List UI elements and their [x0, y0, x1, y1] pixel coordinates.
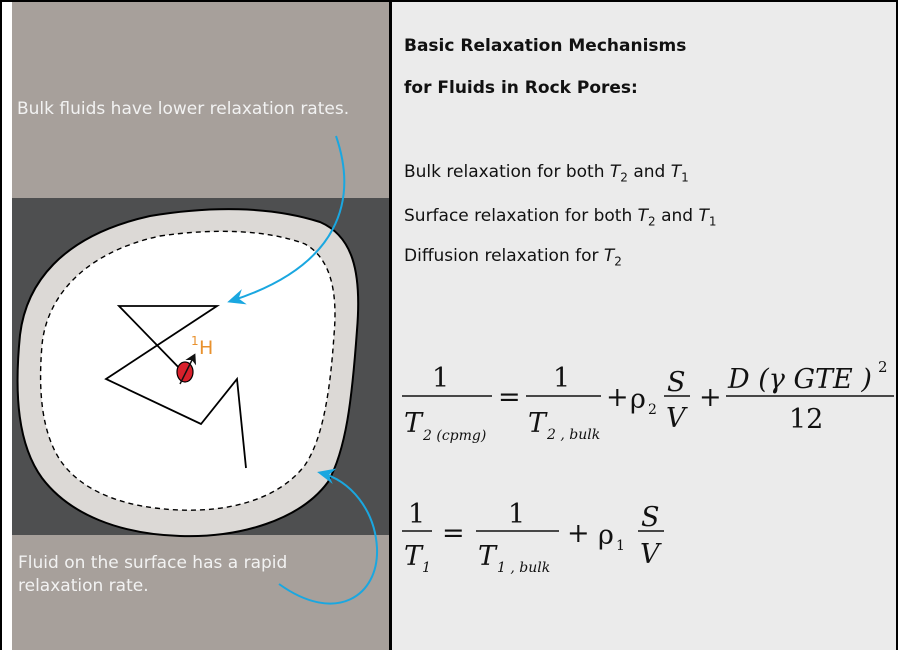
eq1-rho: ρ: [630, 384, 646, 415]
eq1-s: S: [667, 367, 686, 398]
proton-dot: [177, 362, 193, 382]
eq1-lhs-numerator: 1: [432, 363, 449, 394]
eq1-diffusion-numerator: D (γ GTE ): [727, 364, 872, 395]
eq2-rho-sub: 1: [616, 538, 625, 554]
equation-cpmg: 1 T 2 (cpmg) = 1 T 2 , bulk + ρ 2 S V + …: [402, 358, 894, 444]
eq1-equals: =: [498, 382, 521, 413]
mechanisms-panel: Basic Relaxation Mechanisms for Fluids i…: [392, 2, 896, 650]
proton-label-sup: 1: [191, 334, 199, 348]
eq2-s: S: [641, 502, 660, 533]
eq1-plus-1: +: [606, 382, 629, 413]
eq2-v: V: [640, 539, 662, 570]
eq1-bulk-numerator: 1: [553, 363, 570, 394]
proton-label: H: [199, 337, 213, 359]
equations: 1 T 2 (cpmg) = 1 T 2 , bulk + ρ 2 S V + …: [392, 2, 896, 650]
eq1-plus-2: +: [699, 382, 722, 413]
eq1-v: V: [666, 403, 688, 434]
eq2-bulk-t: T: [478, 541, 498, 572]
eq1-diffusion-denominator: 12: [789, 404, 823, 435]
eq2-lhs-sub: 1: [422, 560, 431, 576]
eq2-lhs-numerator: 1: [408, 499, 425, 530]
eq2-equals: =: [442, 518, 465, 549]
eq1-bulk-sub: 2 , bulk: [546, 427, 600, 443]
eq1-rho-sub: 2: [648, 402, 657, 418]
eq1-lhs-t: T: [404, 408, 424, 439]
eq2-bulk-numerator: 1: [508, 499, 525, 530]
eq1-bulk-t: T: [528, 408, 548, 439]
eq1-lhs-sub: 2 (cpmg): [422, 428, 486, 444]
eq2-plus: +: [567, 518, 590, 549]
eq1-diffusion-exp: 2: [878, 358, 888, 376]
eq2-rho: ρ: [598, 520, 614, 551]
equation-t1: 1 T 1 = 1 T 1 , bulk + ρ 1 S V: [402, 499, 664, 576]
eq2-bulk-sub: 1 , bulk: [497, 560, 550, 576]
eq2-lhs-t: T: [404, 541, 424, 572]
